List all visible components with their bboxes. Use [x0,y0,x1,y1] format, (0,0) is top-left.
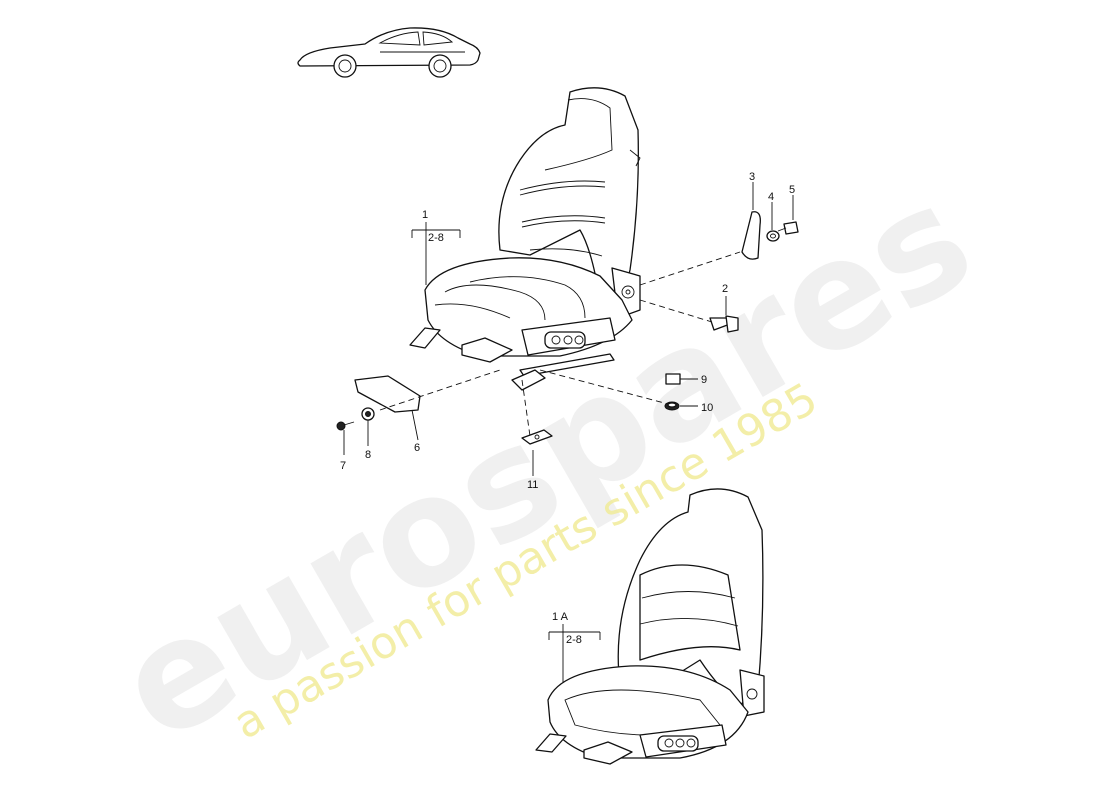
part-11-plate [521,429,553,445]
callout-11: 11 [527,479,538,491]
part-3-trim-cover [741,211,761,260]
callout-10: 10 [701,402,713,414]
callout-3: 3 [749,171,755,183]
car-silhouette-icon [297,27,481,78]
callout-4: 4 [768,191,774,203]
part-10-clip [664,401,680,411]
callout-5: 5 [789,184,795,196]
callouts: 1 2-8 2 3 4 5 6 7 8 9 10 11 1 A 2-8 [340,171,795,646]
callout-2: 2 [722,283,728,295]
seat-assembly-main [409,87,641,391]
callout-7: 7 [340,460,346,472]
part-4-washer [766,230,780,242]
part-7-screw [336,421,355,431]
callout-1a-range: 2-8 [566,634,582,646]
callout-1a: 1 A [552,611,569,623]
seat-assembly-alt [535,488,765,765]
leader-lines [343,182,794,690]
part-6-rail-cover [354,375,421,413]
part-5-screw [777,221,799,235]
callout-1-range: 2-8 [428,232,444,244]
seat-backrest [498,87,639,301]
part-8-washer [361,407,375,421]
callout-1: 1 [422,209,428,221]
part-2-bolt [709,315,739,333]
callout-6: 6 [414,442,420,454]
callout-8: 8 [365,449,371,461]
part-9-bolt [665,373,681,385]
callout-9: 9 [701,374,707,386]
